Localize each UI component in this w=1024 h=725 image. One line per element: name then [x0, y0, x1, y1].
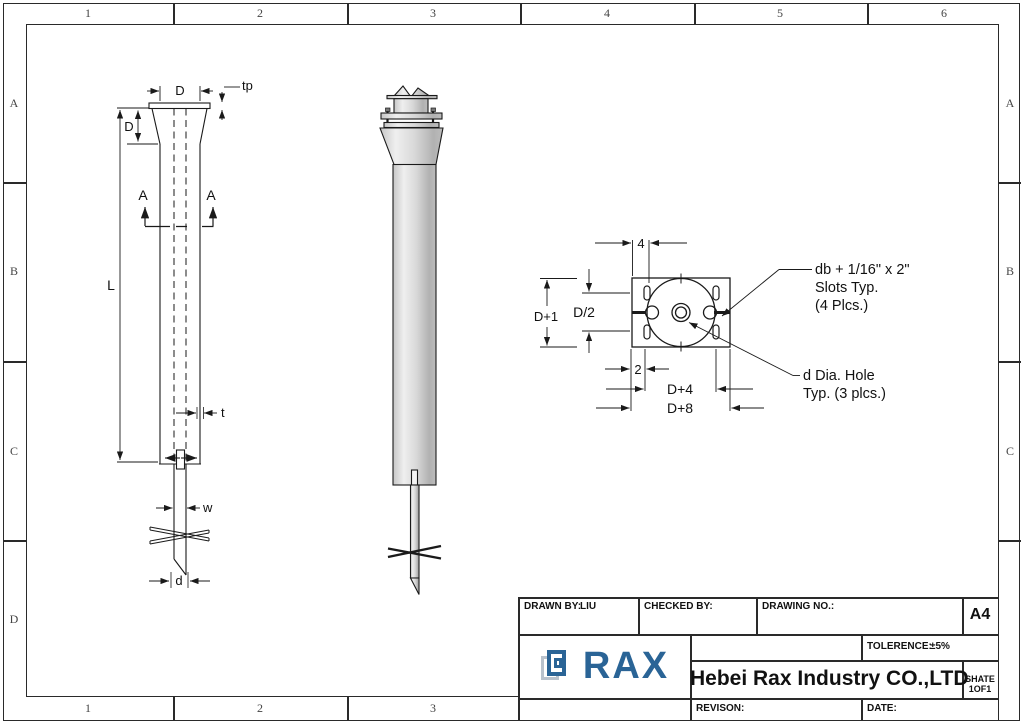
tb-line	[690, 634, 692, 721]
top-strip-divider	[347, 3, 349, 24]
dim-label-d-half: D/2	[573, 304, 595, 320]
note-slots-line1: db + 1/16" x 2"	[815, 262, 910, 278]
grid-number-bottom: 2	[257, 701, 263, 715]
right-strip-divider	[999, 182, 1021, 184]
plan-view	[631, 273, 731, 352]
tb-line	[638, 597, 640, 634]
note-hole-line1: d Dia. Hole	[803, 368, 875, 384]
grid-number-top: 3	[430, 6, 436, 20]
tb-line	[861, 698, 863, 721]
left-strip-divider	[3, 182, 26, 184]
top-strip-divider	[520, 3, 522, 24]
plan-view-labels: 4 D/2 D+1 2 D+4 D+8 db + 1/16" x 2" Slot…	[534, 236, 910, 416]
grid-number-top: 4	[604, 6, 610, 20]
plan-view-dimensions	[540, 239, 812, 412]
tb-line	[690, 660, 999, 662]
dim-label-d-plus-1: D+1	[534, 309, 558, 324]
side-view-labels: D tp D L A A t w d	[107, 78, 253, 588]
left-strip-divider	[3, 540, 26, 542]
grid-letter-right: B	[1005, 264, 1014, 278]
paper-size: A4	[969, 606, 991, 623]
section-label-a-left: A	[138, 187, 148, 203]
note-slots-line2: Slots Typ.	[815, 280, 878, 296]
title-block	[518, 597, 999, 721]
rax-logo-icon	[540, 647, 575, 685]
grid-letter-left: B	[9, 264, 18, 278]
revision-label: REVISON:	[696, 703, 745, 714]
tb-line	[518, 634, 999, 636]
grid-number-top: 5	[777, 6, 783, 20]
dim-label-d-plus-8: D+8	[667, 400, 693, 416]
tb-line	[518, 597, 999, 599]
tb-line	[756, 597, 758, 634]
dim-label-2: 2	[634, 362, 641, 377]
bottom-strip-divider	[347, 697, 349, 721]
grid-letter-left: A	[9, 96, 19, 110]
grid-letter-left: C	[9, 444, 18, 458]
grid-letter-left: D	[9, 612, 19, 626]
grid-letter-right: A	[1005, 96, 1015, 110]
note-hole-line2: Typ. (3 plcs.)	[803, 386, 886, 402]
bottom-strip-divider	[173, 697, 175, 721]
tb-line	[518, 719, 999, 721]
section-label-a-right: A	[206, 187, 216, 203]
company-name: Hebei Rax Industry CO.,LTD	[690, 667, 969, 690]
pictorial-view	[379, 85, 444, 595]
dim-label-d-plus-4: D+4	[667, 381, 693, 397]
dim-label-d-taper: D	[124, 119, 133, 134]
grid-letter-right: C	[1005, 444, 1014, 458]
checked-by-label: CHECKED BY:	[644, 601, 713, 612]
dim-label-tp: tp	[242, 78, 253, 93]
right-strip-divider	[999, 361, 1021, 363]
tb-line	[861, 634, 863, 660]
dim-label-length: L	[107, 277, 115, 293]
tolerance-label: TOLERENCE:	[867, 641, 932, 652]
tb-line	[997, 597, 999, 721]
dim-label-wall: t	[221, 405, 225, 420]
side-view	[148, 102, 211, 576]
dim-label-shaft-width: w	[202, 500, 213, 515]
tolerance-value: ±5%	[930, 641, 950, 652]
drawing-no-label: DRAWING NO.:	[762, 601, 835, 612]
tb-line	[962, 660, 964, 698]
tb-line	[518, 698, 999, 700]
inner-border	[26, 24, 999, 697]
rax-logo-text: RAX	[582, 645, 670, 687]
rax-logo: RAX	[520, 636, 690, 696]
drawn-by-label: DRAWN BY:	[524, 601, 582, 612]
left-strip-divider	[3, 361, 26, 363]
top-strip-divider	[867, 3, 869, 24]
note-slots-line3: (4 Plcs.)	[815, 298, 868, 314]
grid-number-top: 6	[941, 6, 947, 20]
drawn-by-value: LIU	[580, 601, 597, 612]
dim-label-tip-dia: d	[175, 573, 182, 588]
sheet-label: SHATE 1OF1	[965, 674, 995, 694]
top-strip-divider	[694, 3, 696, 24]
tb-line	[518, 597, 520, 721]
right-strip-divider	[999, 540, 1021, 542]
top-strip-divider	[173, 3, 175, 24]
date-label: DATE:	[867, 703, 897, 714]
tb-line	[962, 597, 964, 634]
dim-label-d-top: D	[175, 83, 184, 98]
grid-number-bottom: 1	[85, 701, 91, 715]
dim-label-4: 4	[637, 236, 644, 251]
grid-number-bottom: 3	[430, 701, 436, 715]
side-view-dimensions	[116, 86, 240, 588]
grid-number-top: 2	[257, 6, 263, 20]
grid-number-top: 1	[85, 6, 91, 20]
